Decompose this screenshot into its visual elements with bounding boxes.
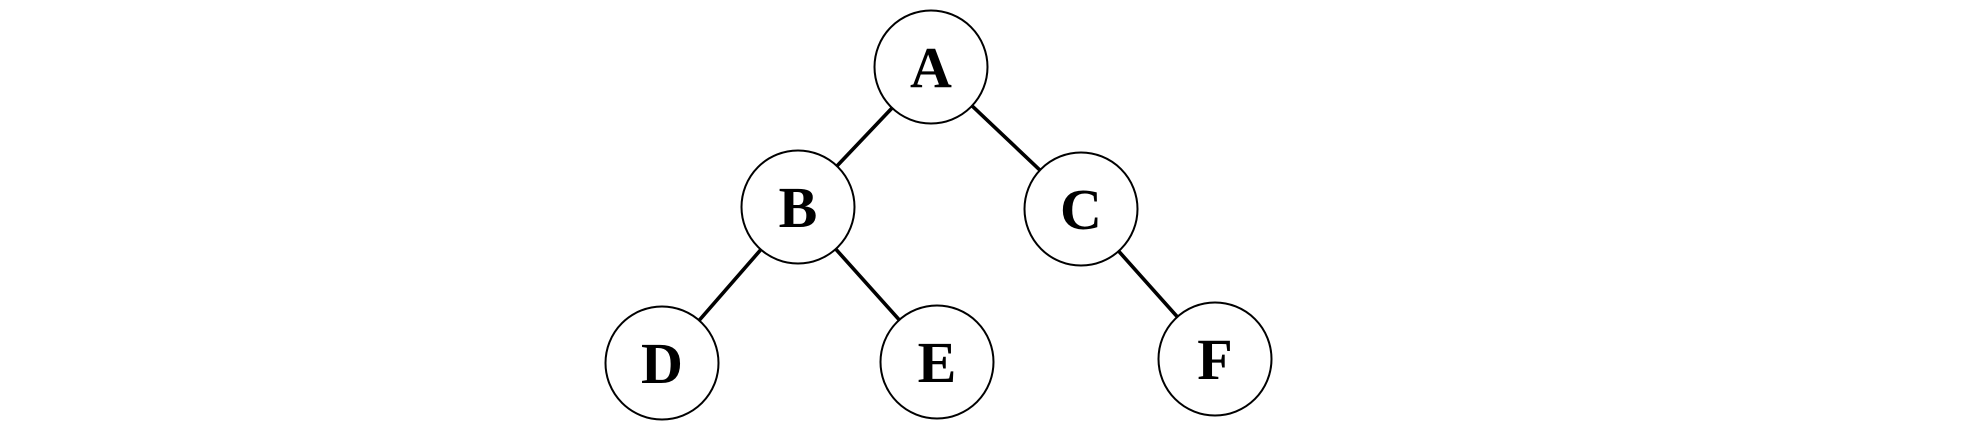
tree-node-e: E	[879, 304, 995, 420]
node-circle-d	[604, 305, 720, 421]
node-circle-c	[1023, 151, 1139, 267]
node-circle-b	[740, 149, 856, 265]
node-circle-e	[879, 304, 995, 420]
node-circle-f	[1157, 301, 1273, 417]
node-label-d: D	[641, 331, 683, 396]
node-circle-a	[873, 9, 989, 125]
tree-node-c: C	[1023, 151, 1139, 267]
node-label-a: A	[910, 35, 952, 100]
node-label-f: F	[1197, 327, 1232, 392]
node-label-b: B	[779, 175, 818, 240]
node-label-e: E	[918, 330, 957, 395]
tree-node-d: D	[604, 305, 720, 421]
node-label-c: C	[1060, 177, 1102, 242]
tree-node-b: B	[740, 149, 856, 265]
tree-node-a: A	[873, 9, 989, 125]
tree-node-f: F	[1157, 301, 1273, 417]
